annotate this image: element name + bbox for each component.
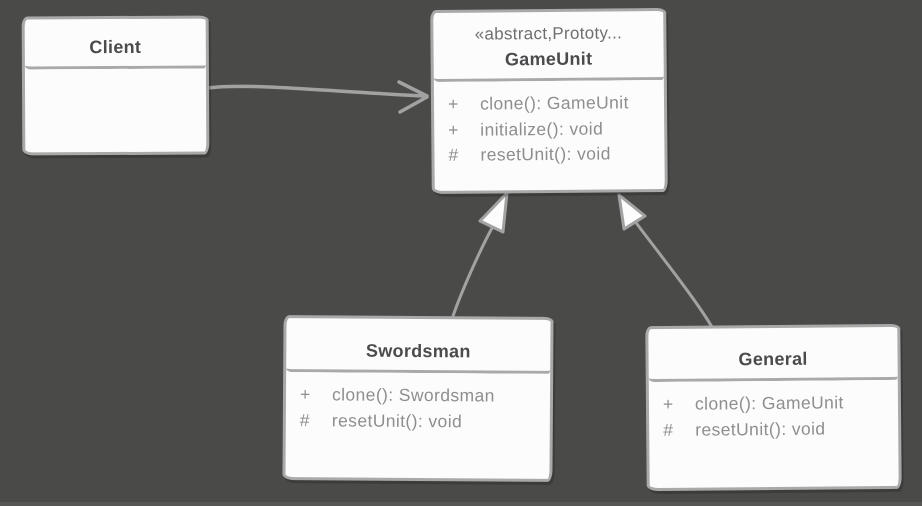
member-signature: clone(): GameUnit [694,392,844,414]
class-name: Client [89,36,142,58]
member-signature: clone(): Swordsman [331,384,495,406]
class-member: + clone(): GameUnit [663,390,890,417]
generalization-line[interactable] [450,226,494,321]
class-name: GameUnit [504,48,593,70]
class-title-compartment: «abstract,Prototy... GameUnit [433,10,664,83]
class-node-client[interactable]: Client [21,15,210,156]
class-name: Swordsman [365,340,471,362]
class-stereotype: «abstract,Prototy... [474,23,623,44]
class-member: # resetUnit(): void [448,141,656,168]
window-bottom-edge [0,502,922,506]
class-members-compartment [25,69,206,80]
class-node-gameunit[interactable]: «abstract,Prototy... GameUnit + clone():… [430,7,668,195]
class-title-compartment: Swordsman [286,318,551,374]
member-visibility: # [448,144,459,165]
member-visibility: + [448,119,459,140]
association-line[interactable] [206,84,425,98]
class-member: # resetUnit(): void [300,408,542,435]
class-member: + clone(): Swordsman [300,382,542,409]
member-signature: clone(): GameUnit [479,92,629,114]
class-node-swordsman[interactable]: Swordsman + clone(): Swordsman # resetUn… [282,315,554,482]
class-member: + clone(): GameUnit [448,90,656,117]
association-client-to-gameunit[interactable] [206,80,429,114]
hollow-triangle-arrowhead-icon [478,191,509,234]
member-visibility: # [663,419,674,440]
member-signature: resetUnit(): void [480,143,611,165]
class-members-compartment: + clone(): Swordsman # resetUnit(): void [286,372,550,435]
member-visibility: + [662,393,674,414]
class-member: # resetUnit(): void [663,415,890,442]
class-node-general[interactable]: General + clone(): GameUnit # resetUnit(… [645,323,902,492]
member-visibility: + [447,93,459,114]
member-signature: initialize(): void [480,118,604,140]
class-members-compartment: + clone(): GameUnit + initialize(): void… [434,80,665,169]
member-signature: resetUnit(): void [331,409,463,431]
class-title-compartment: Client [24,18,206,70]
generalization-swordsman-to-gameunit[interactable] [450,191,509,321]
class-title-compartment: General [648,326,898,383]
class-members-compartment: + clone(): GameUnit # resetUnit(): void [649,380,899,443]
generalization-general-to-gameunit[interactable] [617,193,715,331]
open-arrowhead-icon [397,80,429,114]
class-name: General [738,348,808,370]
class-member: + initialize(): void [448,116,656,143]
generalization-line[interactable] [635,222,715,331]
member-signature: resetUnit(): void [695,418,826,440]
member-visibility: # [299,409,311,430]
member-visibility: + [299,384,311,405]
hollow-triangle-arrowhead-icon [617,193,647,231]
